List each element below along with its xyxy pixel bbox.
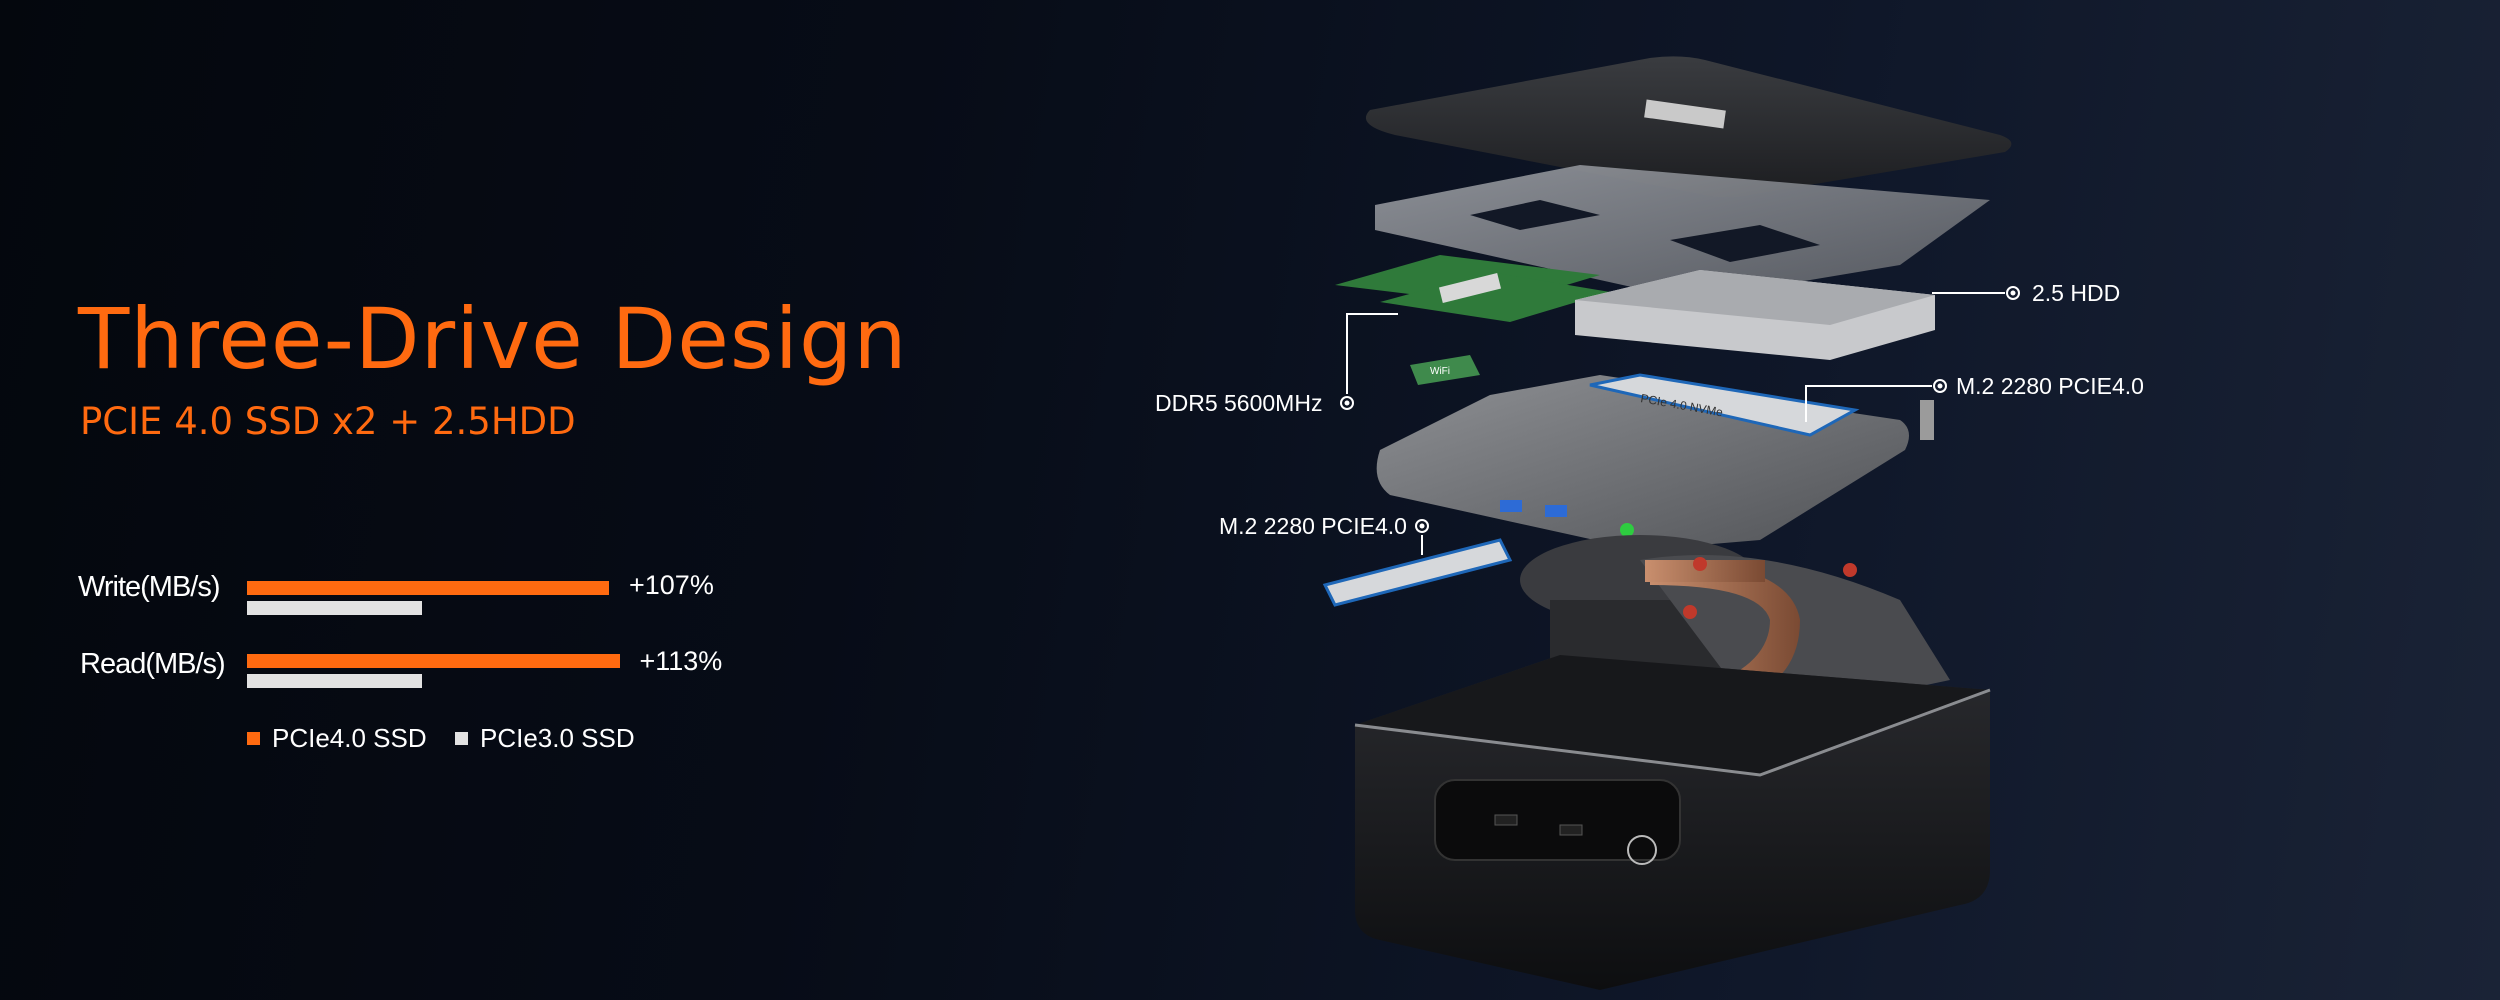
- page-title: Three-Drive Design: [78, 290, 908, 388]
- page-subtitle: PCIE 4.0 SSD x2 + 2.5HDD: [80, 400, 576, 443]
- wifi-card: WiFi: [1410, 355, 1480, 385]
- top-lid: [1365, 56, 2012, 198]
- legend-item-pcie3: PCIe3.0 SSD: [455, 723, 635, 754]
- callout-hdd: 2.5 HDD: [2032, 280, 2121, 306]
- callout-lines: [1346, 292, 2005, 555]
- bar-write-pcie4: [247, 581, 609, 595]
- wifi-card-label: WiFi: [1430, 366, 1450, 377]
- callout-ddr: DDR5 5600MHz: [1155, 390, 1323, 416]
- callout-m2-top: M.2 2280 PCIE4.0: [1956, 373, 2144, 399]
- power-button-icon: [1627, 835, 1657, 865]
- category-label-read: Read(MB/s): [80, 648, 226, 680]
- legend-label-pcie3: PCIe3.0 SSD: [480, 723, 635, 753]
- motherboard: PCIe 4.0 NVMe: [1376, 373, 1934, 550]
- bar-read-pcie4: [247, 654, 620, 668]
- legend-swatch-pcie4: [247, 732, 260, 745]
- bar-read-pcie3: [247, 674, 422, 688]
- m2-ssd-bottom: [1322, 538, 1513, 607]
- legend-label-pcie4: PCIe4.0 SSD: [272, 723, 427, 753]
- legend-swatch-pcie3: [455, 732, 468, 745]
- data-label-write: +107%: [629, 570, 714, 600]
- bar-write-pcie3: [247, 601, 422, 615]
- callout-m2-bottom: M.2 2280 PCIE4.0: [1219, 513, 1407, 539]
- hdd: [1575, 270, 1935, 360]
- ram-modules: [1335, 255, 1610, 322]
- legend-item-pcie4: PCIe4.0 SSD: [247, 723, 427, 754]
- data-label-read: +113%: [639, 646, 723, 676]
- category-label-write: Write(MB/s): [78, 571, 221, 603]
- chassis: [1354, 655, 1991, 990]
- metal-bracket: [1375, 165, 1990, 300]
- callout-dots: [1340, 286, 2020, 533]
